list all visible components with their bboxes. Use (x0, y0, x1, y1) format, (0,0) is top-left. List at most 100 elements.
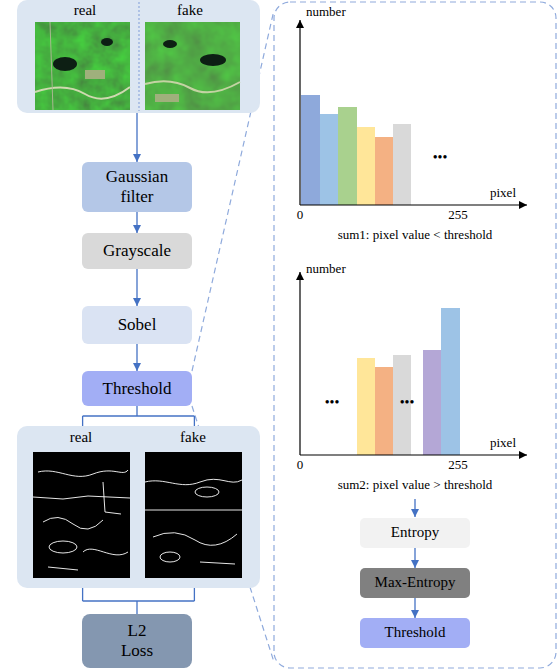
connector-segment (136, 344, 137, 371)
axis-label: sum1: pixel value < threshold (338, 228, 493, 243)
axis-label: pixel (490, 436, 516, 451)
flow-arrow (414, 499, 415, 517)
illustration-part (33, 470, 130, 570)
axis-label: pixel (490, 186, 516, 201)
axis-line (299, 272, 300, 455)
image-panel: realfake (17, 426, 260, 588)
histogram-high (300, 272, 527, 455)
edge-line (43, 517, 103, 529)
connector-segment (136, 406, 137, 416)
axis-label: ••• (325, 395, 340, 411)
image-ground (33, 452, 130, 578)
edge-line (48, 567, 78, 570)
satellite-images (17, 0, 260, 113)
node-label: Grayscale (103, 241, 171, 261)
lake (101, 38, 113, 46)
node-label: real (74, 2, 96, 19)
process-box: Threshold (82, 371, 192, 406)
edge-line (145, 510, 242, 511)
flow-connector (137, 113, 138, 162)
axis-line (300, 204, 527, 205)
histogram-bar (320, 114, 338, 205)
real-image (35, 22, 130, 110)
image-texture (35, 22, 130, 110)
edge-images (17, 426, 260, 588)
field (85, 70, 105, 79)
connector-segment (194, 588, 195, 601)
axis-label: ••• (400, 395, 415, 411)
edge-line (49, 541, 77, 553)
flow-connector (415, 598, 416, 618)
node-label: Max-Entropy (375, 574, 456, 591)
lake (163, 40, 177, 48)
connector-segment (414, 548, 415, 568)
node-label: Threshold (103, 379, 172, 399)
process-box: Gaussian filter (82, 162, 192, 212)
axis-label: 255 (448, 458, 468, 473)
axis-label: 0 (297, 208, 304, 223)
zoom-panel (274, 2, 556, 668)
axis-label: 255 (448, 208, 468, 223)
edge-line (83, 549, 128, 555)
node-label: Threshold (385, 624, 446, 641)
process-box: Grayscale (82, 233, 192, 269)
process-box: L2 Loss (82, 614, 192, 668)
process-box: Entropy (360, 518, 470, 548)
connector-segment (82, 416, 83, 426)
node-label: Gaussian filter (95, 167, 180, 206)
connector-segment (136, 601, 137, 614)
field (155, 94, 179, 102)
node-label: Entropy (391, 524, 439, 541)
connector-segment (194, 416, 195, 426)
image-ground (145, 452, 242, 578)
edge-line (103, 482, 121, 514)
histogram-bar (301, 95, 320, 205)
edge-line (145, 479, 242, 484)
edge-line (160, 552, 180, 562)
node-label: fake (177, 2, 203, 19)
image-ground (145, 22, 240, 110)
axis-label: ••• (433, 150, 448, 166)
edge-line (153, 533, 237, 546)
axis-label: number (306, 5, 346, 20)
flow-connector (415, 548, 416, 568)
process-box: Threshold (360, 618, 470, 648)
histogram-bar (338, 107, 357, 205)
process-box: Max-Entropy (360, 568, 470, 598)
histogram-bar (423, 350, 441, 455)
histogram-bar (375, 367, 393, 455)
lake (200, 54, 226, 66)
edge-line (200, 562, 235, 564)
divider-line (138, 2, 139, 111)
image-ground (35, 22, 130, 110)
axis-label: sum2: pixel value > threshold (338, 478, 493, 493)
histogram-bar (357, 358, 375, 455)
illustration-part (145, 479, 242, 564)
connector-segment (136, 212, 137, 233)
flow-connector (83, 588, 195, 614)
axis-line (300, 454, 527, 455)
road (35, 87, 130, 99)
fake-edges (145, 452, 242, 578)
process-box: Sobel (82, 306, 192, 344)
flow-connector (137, 269, 138, 306)
axis-line (299, 20, 300, 205)
fake-image (145, 22, 240, 110)
histogram-bar (357, 127, 375, 205)
edge-line (33, 496, 130, 499)
real-edges (33, 452, 130, 578)
flow-connector (137, 344, 138, 371)
lake (53, 57, 77, 71)
road (145, 81, 240, 92)
image-texture (145, 22, 240, 110)
connector-segment (83, 600, 195, 601)
histogram-low (300, 20, 527, 205)
node-label: real (70, 429, 92, 446)
connector-segment (136, 113, 137, 162)
connector-segment (82, 588, 83, 601)
histogram-bar (375, 137, 393, 205)
connector-segment (414, 598, 415, 618)
